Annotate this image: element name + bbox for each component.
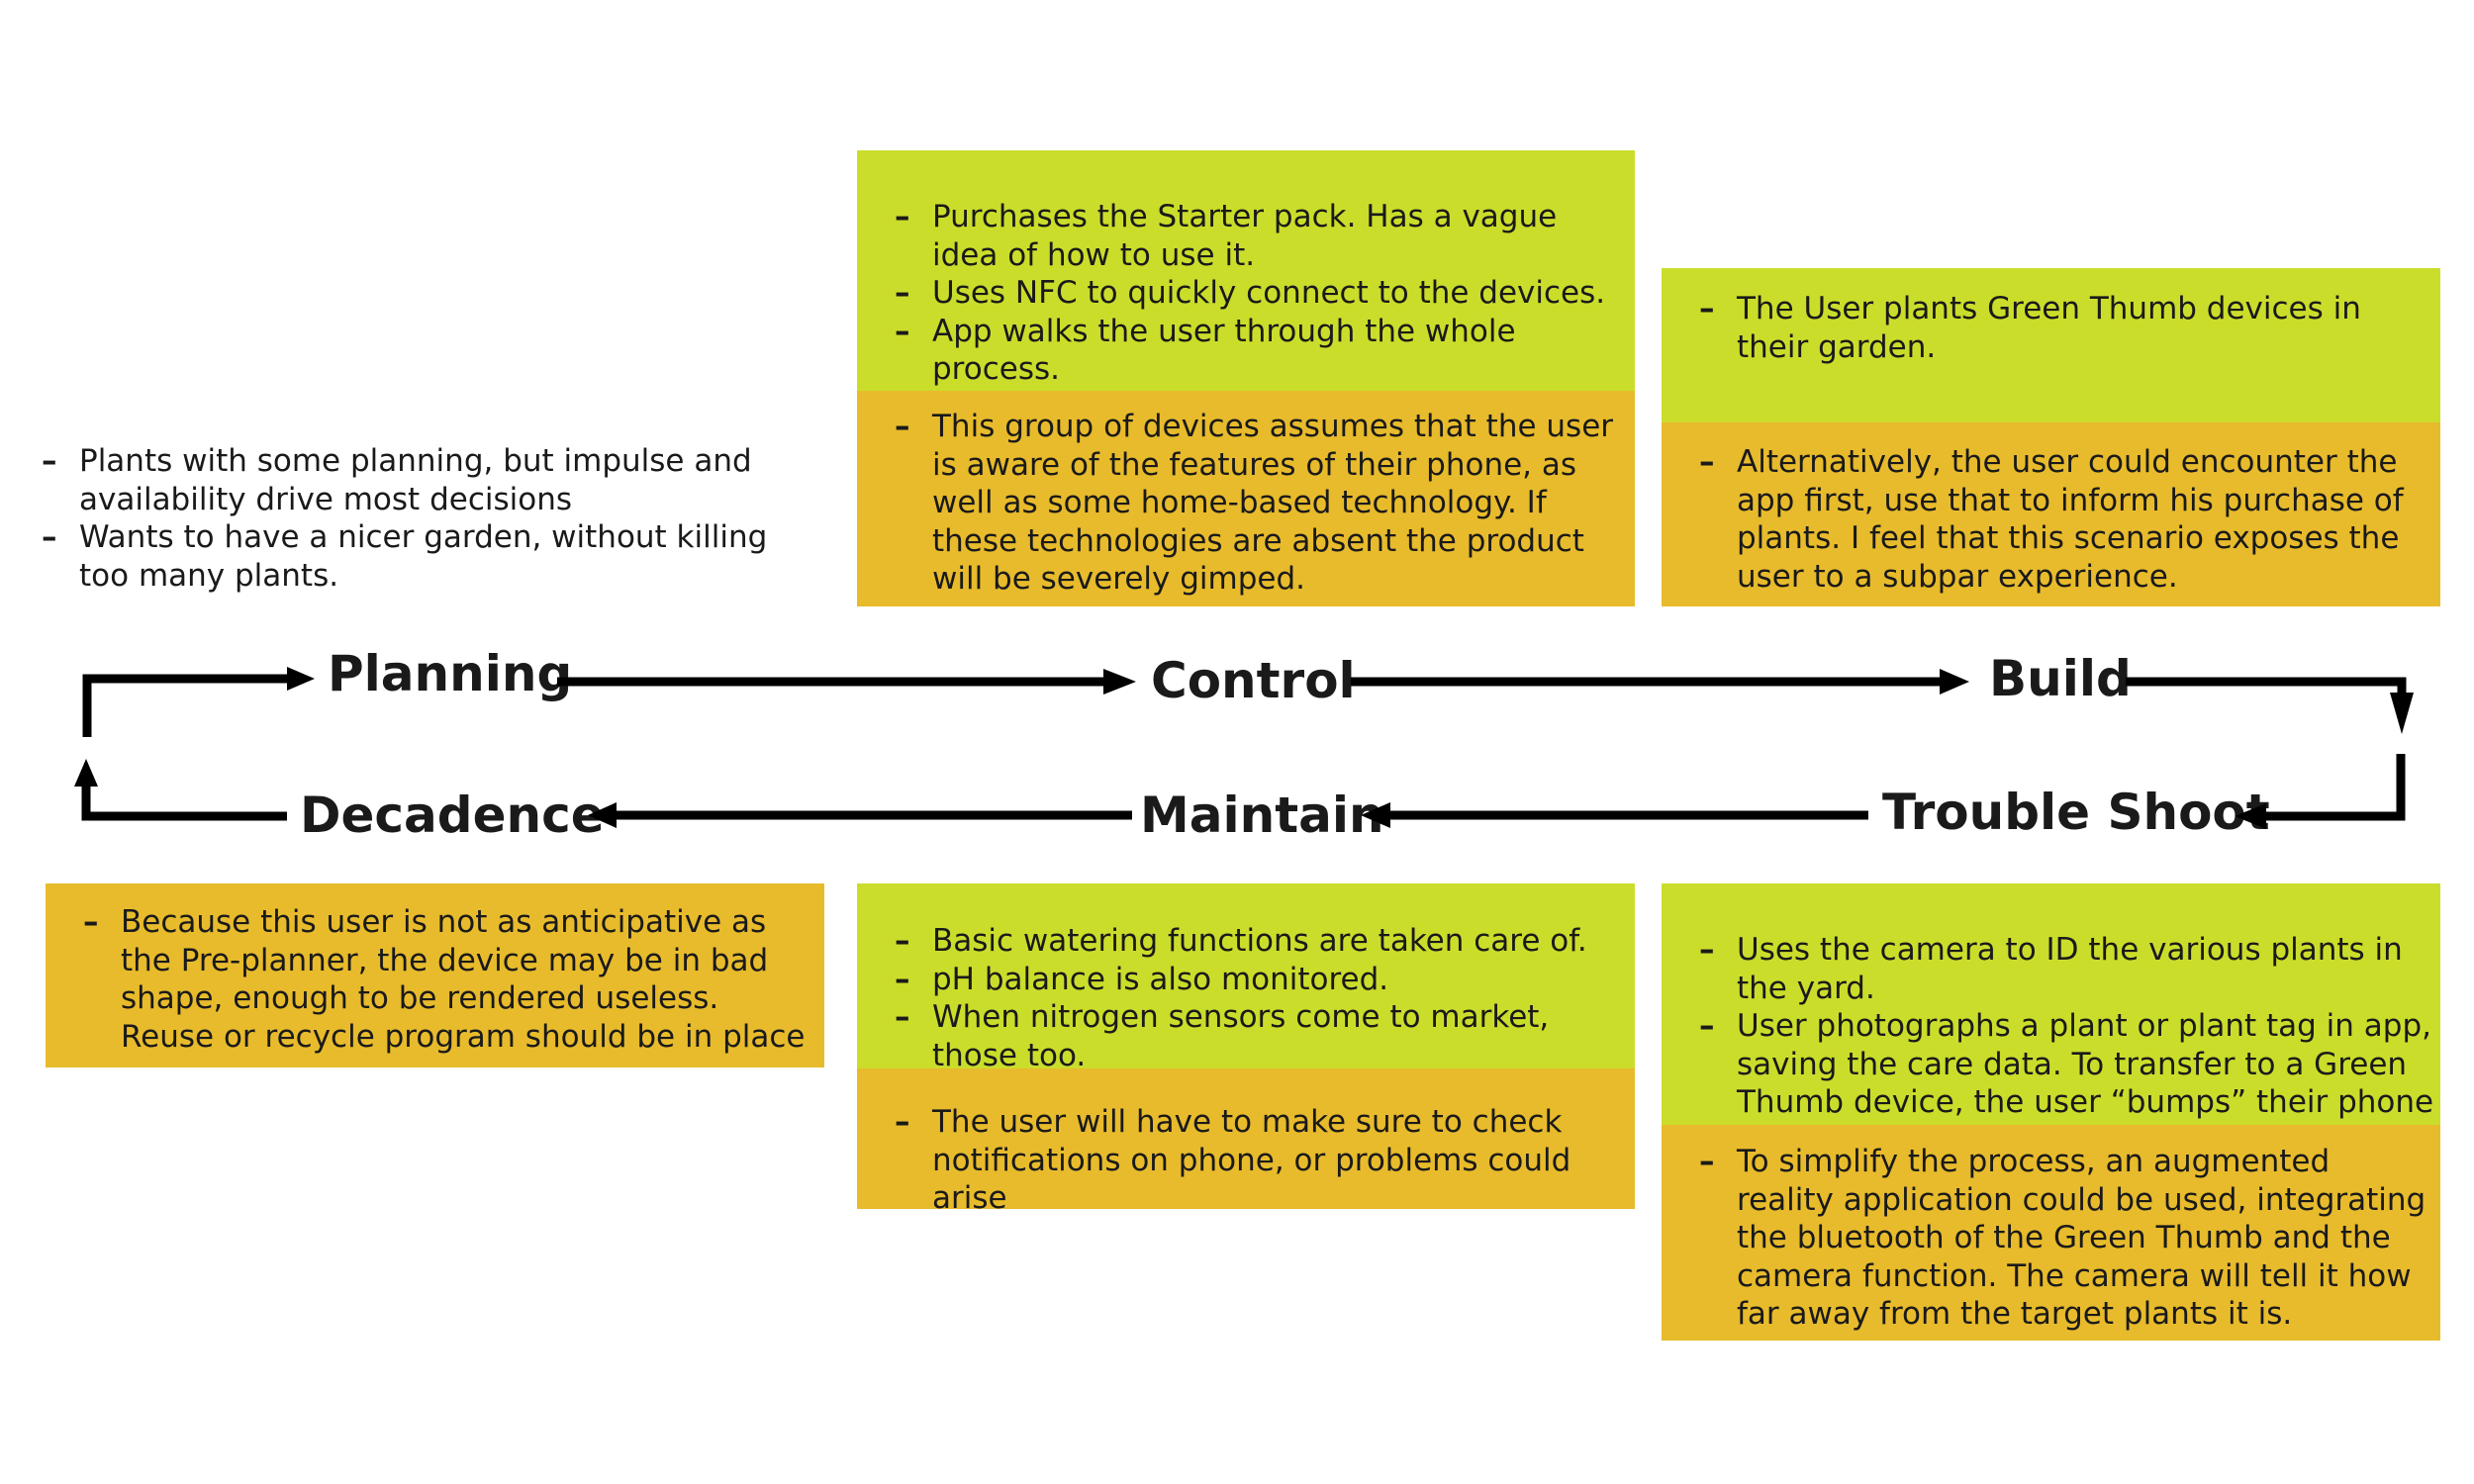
list-item: Because this user is not as anticipative… [83, 903, 812, 1056]
list-item: Basic watering functions are taken care … [895, 922, 1627, 961]
decadence-amber-box: Because this user is not as anticipative… [46, 883, 824, 1067]
list-item: Alternatively, the user could encounter … [1699, 443, 2432, 596]
stage-control: Control [1151, 652, 1356, 709]
list-item: When nitrogen sensors come to market, th… [895, 998, 1627, 1074]
list-item: pH balance is also monitored. [895, 961, 1627, 999]
control-amber-box: This group of devices assumes that the u… [857, 391, 1635, 606]
list-item: Uses the camera to ID the various plants… [1699, 931, 2434, 1007]
arrowhead [74, 759, 98, 787]
arrow-build-to-troubleshoot-left [2266, 754, 2406, 821]
arrowhead [287, 667, 315, 691]
arrow-decadence-up [81, 787, 287, 821]
stage-trouble-shoot: Trouble Shoot [1882, 784, 2270, 841]
list-item: App walks the user through the whole pro… [895, 313, 1623, 389]
troubleshoot-amber-box: To simplify the process, an augmented re… [1662, 1125, 2440, 1341]
planning-notes: Plants with some planning, but impulse a… [42, 442, 794, 595]
build-green-box: The User plants Green Thumb devices in t… [1662, 268, 2440, 422]
arrow-decadence-to-planning [82, 674, 287, 737]
list-item: Plants with some planning, but impulse a… [42, 442, 794, 518]
arrow-build-to-troubleshoot-down [2126, 677, 2407, 693]
arrowhead [1361, 802, 1390, 828]
list-item: Uses NFC to quickly connect to the devic… [895, 274, 1623, 313]
control-green-box: Purchases the Starter pack. Has a vague … [857, 150, 1635, 391]
troubleshoot-green-box: Uses the camera to ID the various plants… [1662, 883, 2440, 1159]
stage-decadence: Decadence [300, 787, 605, 844]
maintain-green-box: Basic watering functions are taken care … [857, 883, 1635, 1073]
arrowhead [2235, 803, 2266, 829]
arrowhead [1940, 669, 1969, 695]
stage-build: Build [1989, 650, 2132, 707]
maintain-amber-box: The user will have to make sure to check… [857, 1068, 1635, 1216]
build-amber-box: Alternatively, the user could encounter … [1662, 422, 2440, 606]
arrowhead [2390, 693, 2414, 734]
list-item: Wants to have a nicer garden, without ki… [42, 518, 794, 595]
list-item: To simplify the process, an augmented re… [1699, 1143, 2434, 1334]
list-item: This group of devices assumes that the u… [895, 408, 1635, 599]
stage-maintain: Maintain [1140, 787, 1384, 844]
arrowhead [1103, 669, 1136, 695]
list-item: The user will have to make sure to check… [895, 1103, 1627, 1218]
list-item: The User plants Green Thumb devices in t… [1699, 290, 2428, 366]
arrowhead [588, 802, 617, 828]
stage-planning: Planning [328, 645, 573, 702]
list-item: Purchases the Starter pack. Has a vague … [895, 198, 1623, 274]
